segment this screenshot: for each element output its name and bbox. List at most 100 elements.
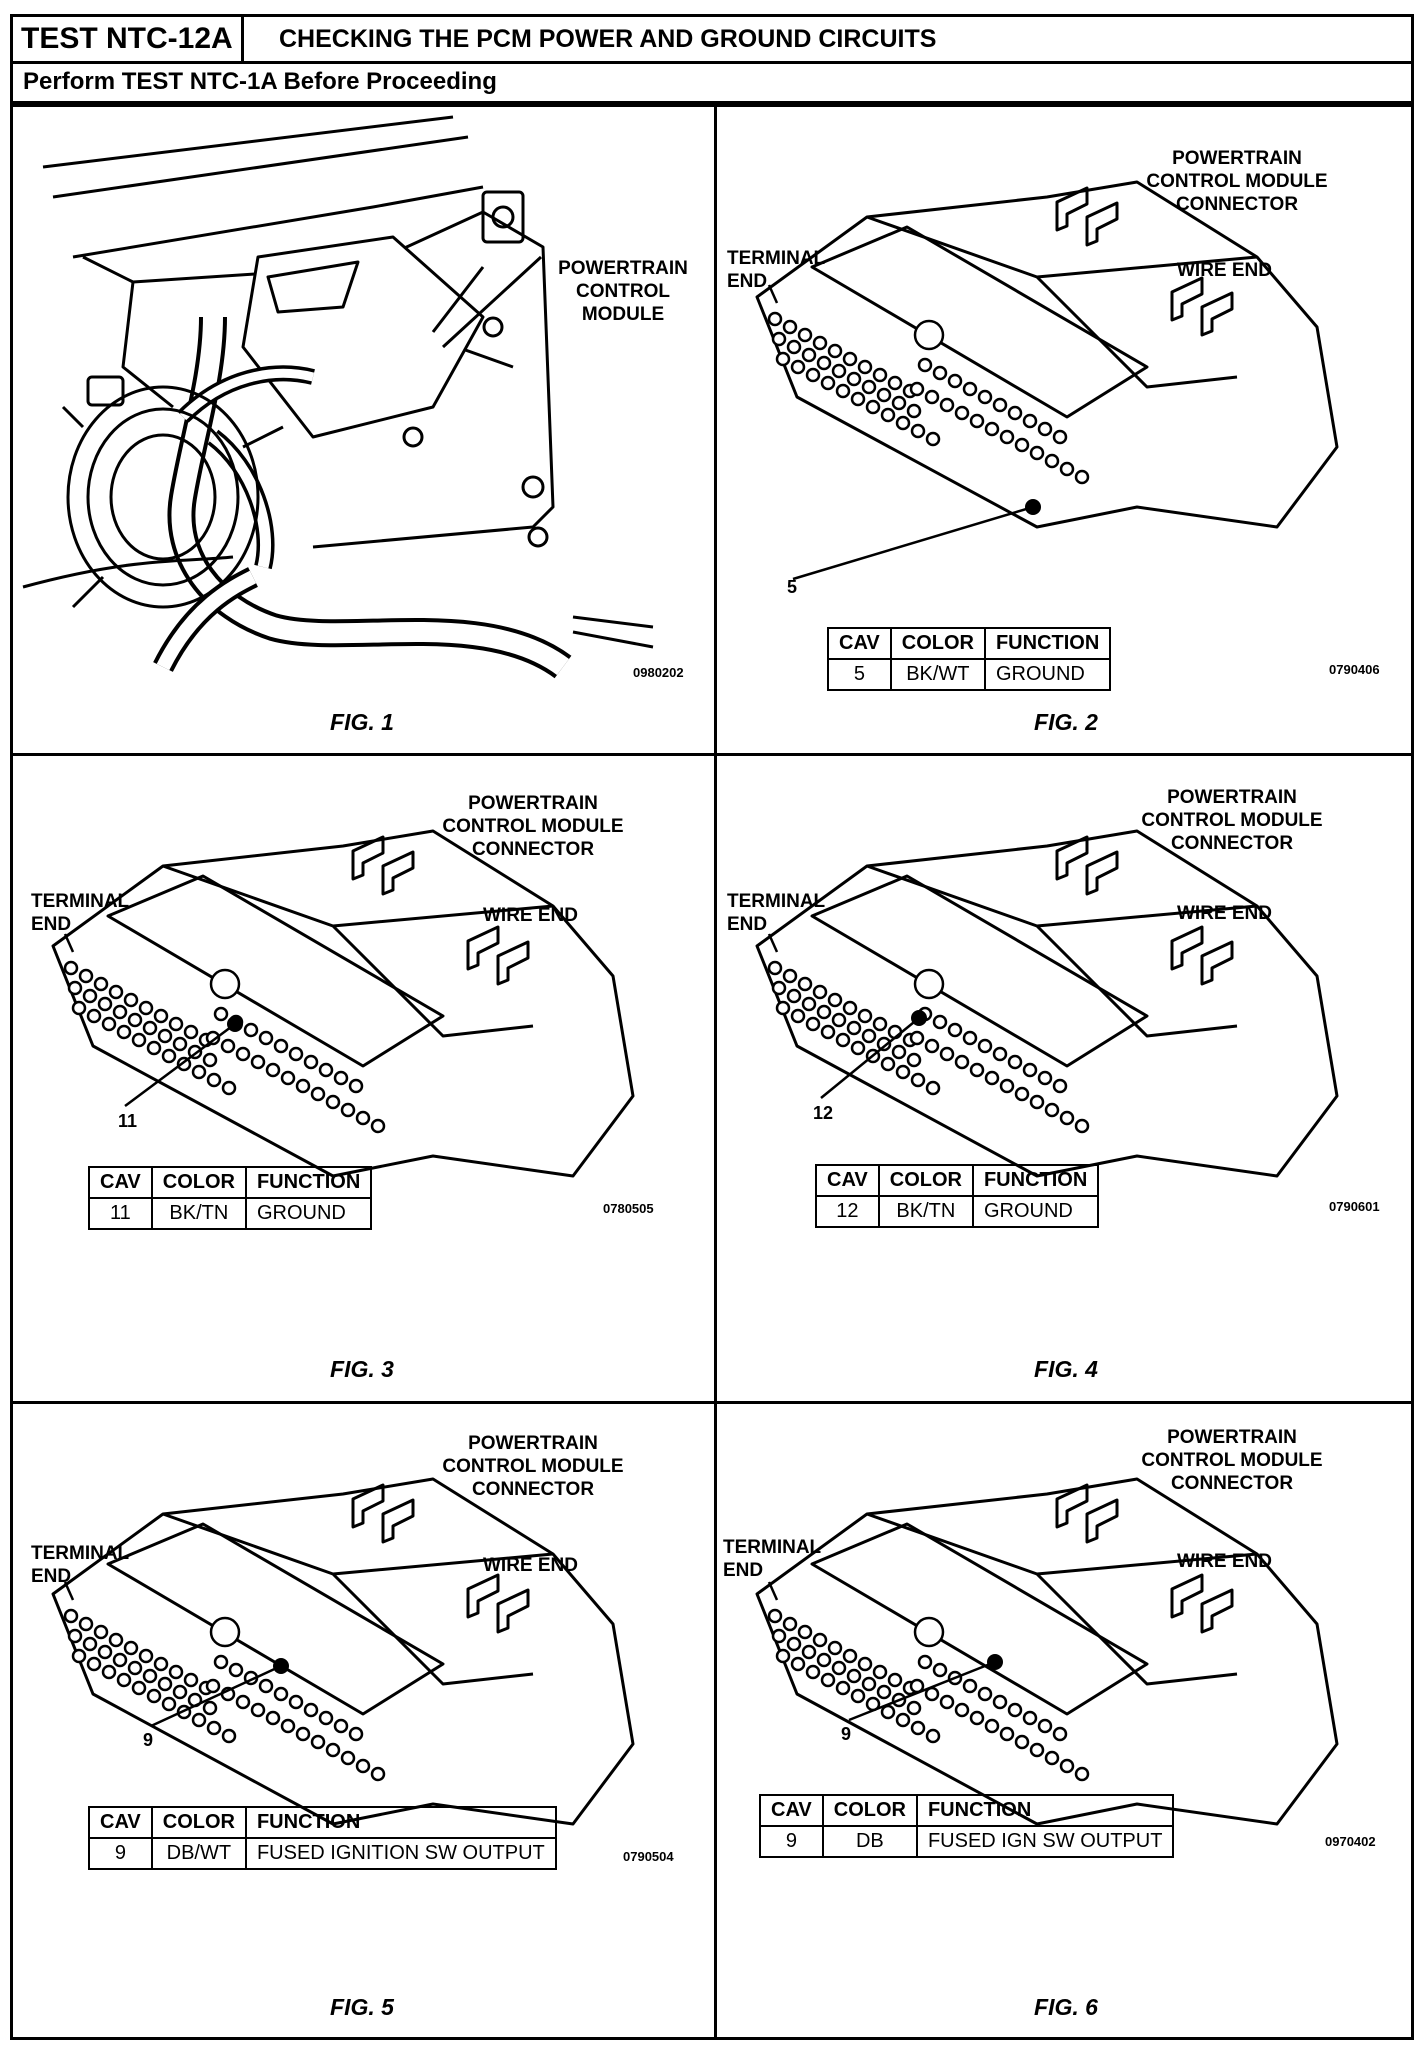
connector-pin [831, 363, 847, 379]
color-header: COLOR [821, 1794, 918, 1827]
key-hole [913, 319, 945, 351]
connector-pin [816, 355, 832, 371]
connector-pin [191, 1064, 207, 1080]
connector-pin [1052, 1726, 1068, 1742]
connector-pin [333, 1070, 349, 1086]
illustration-code: 0970402 [1325, 1834, 1376, 1849]
grid-divider-row-1 [13, 753, 1411, 756]
connector-pin [917, 357, 933, 373]
connector-pin [782, 968, 798, 984]
cav-header: CAV [827, 627, 892, 660]
connector-pin [1074, 1118, 1090, 1134]
cav-header: CAV [88, 1806, 153, 1839]
connector-pin [355, 1110, 371, 1126]
connector-pin [153, 1008, 169, 1024]
connector-pin [101, 1664, 117, 1680]
connector-pin [797, 976, 813, 992]
connector-window [810, 225, 1149, 419]
connector-pin [348, 1078, 364, 1094]
pin-leader-line [820, 1017, 920, 1099]
color-value: DB/WT [150, 1837, 247, 1870]
function-header: FUNCTION [915, 1794, 1175, 1827]
connector-pin [161, 1048, 177, 1064]
connector-pin [108, 1632, 124, 1648]
connector-pin [183, 1024, 199, 1040]
pcm-connector-illustration [755, 1477, 1339, 1826]
connector-pin [876, 1684, 892, 1700]
function-value: FUSED IGNITION SW OUTPUT [244, 1837, 557, 1870]
connector-pin [992, 397, 1008, 413]
connector-pin [250, 1054, 266, 1070]
connector-pin [295, 1726, 311, 1742]
connector-title-line3: CONNECTOR [1170, 1473, 1294, 1494]
connector-pin [891, 1044, 907, 1060]
connector-pin [816, 1004, 832, 1020]
terminal-end-pointer [767, 284, 779, 304]
connector-pin [962, 1030, 978, 1046]
connector-pin [984, 421, 1000, 437]
connector-pin [999, 1078, 1015, 1094]
connector-pin [161, 1696, 177, 1712]
connector-pin [71, 1000, 87, 1016]
connector-top-face [162, 864, 554, 1038]
prerequisite-note: Perform TEST NTC-1A Before Proceeding [10, 64, 1414, 104]
connector-title-line3: CONNECTOR [1170, 833, 1294, 854]
connector-pin [954, 405, 970, 421]
pin-leader-line [792, 505, 1034, 581]
connector-pin [1014, 1734, 1030, 1750]
connector-pin [205, 1678, 221, 1694]
connector-pin [172, 1684, 188, 1700]
key-hole [209, 968, 241, 1000]
connector-pin [157, 1676, 173, 1692]
test-id: TEST NTC-12A [13, 17, 244, 61]
connector-pin [861, 379, 877, 395]
connector-pin [977, 1686, 993, 1702]
connector-pin [880, 407, 896, 423]
grid-divider-row-2 [13, 1401, 1411, 1404]
connector-pin [999, 1726, 1015, 1742]
connector-pin [801, 1644, 817, 1660]
connector-pin [842, 1648, 858, 1664]
connector-pin [906, 1700, 922, 1716]
table-row: 9 DB/WT FUSED IGNITION SW OUTPUT [88, 1837, 557, 1870]
connector-title-line2: CONTROL MODULE [442, 816, 624, 837]
function-header: FUNCTION [971, 1164, 1100, 1197]
connector-body [755, 829, 1339, 1178]
terminal-end-label: TERMINAL END [31, 1542, 129, 1588]
connector-pin [850, 1688, 866, 1704]
key-hole [913, 968, 945, 1000]
table-row: 11 BK/TN GROUND [88, 1197, 373, 1230]
function-value: GROUND [983, 658, 1112, 691]
connector-pin [273, 1686, 289, 1702]
test-title: CHECKING THE PCM POWER AND GROUND CIRCUI… [279, 25, 937, 53]
figure-6-panel: POWERTRAIN CONTROL MODULE CONNECTOR TERM… [717, 1404, 1415, 2037]
test-page: TEST NTC-12A CHECKING THE PCM POWER AND … [10, 14, 1414, 2040]
pcm-connector-illustration [51, 1477, 635, 1826]
connector-pin [812, 1632, 828, 1648]
connector-pin [116, 1024, 132, 1040]
latch-tab [496, 1588, 530, 1634]
connector-title-line1: POWERTRAIN [468, 1433, 598, 1454]
connector-pin [243, 1022, 259, 1038]
connector-pin [909, 1030, 925, 1046]
connector-pin [846, 371, 862, 387]
connector-pin [116, 1672, 132, 1688]
connector-pin [805, 367, 821, 383]
illustration-code: 0780505 [603, 1201, 654, 1216]
terminal-end-line2: END [31, 1566, 72, 1587]
color-value: BK/TN [877, 1195, 974, 1228]
connector-body [51, 829, 635, 1178]
latch-tab [1085, 201, 1119, 247]
figure-caption: FIG. 4 [1034, 1356, 1098, 1382]
connector-pin [1014, 437, 1030, 453]
connector-pin [932, 1014, 948, 1030]
connector-pin [123, 1640, 139, 1656]
connector-pin [1059, 461, 1075, 477]
connector-pin [969, 1062, 985, 1078]
connector-pin [280, 1070, 296, 1086]
pcm-callout-line3: MODULE [581, 304, 665, 325]
connector-pin [213, 1006, 229, 1022]
connector-pin [865, 399, 881, 415]
connector-pin [925, 1080, 941, 1096]
connector-pin [992, 1694, 1008, 1710]
